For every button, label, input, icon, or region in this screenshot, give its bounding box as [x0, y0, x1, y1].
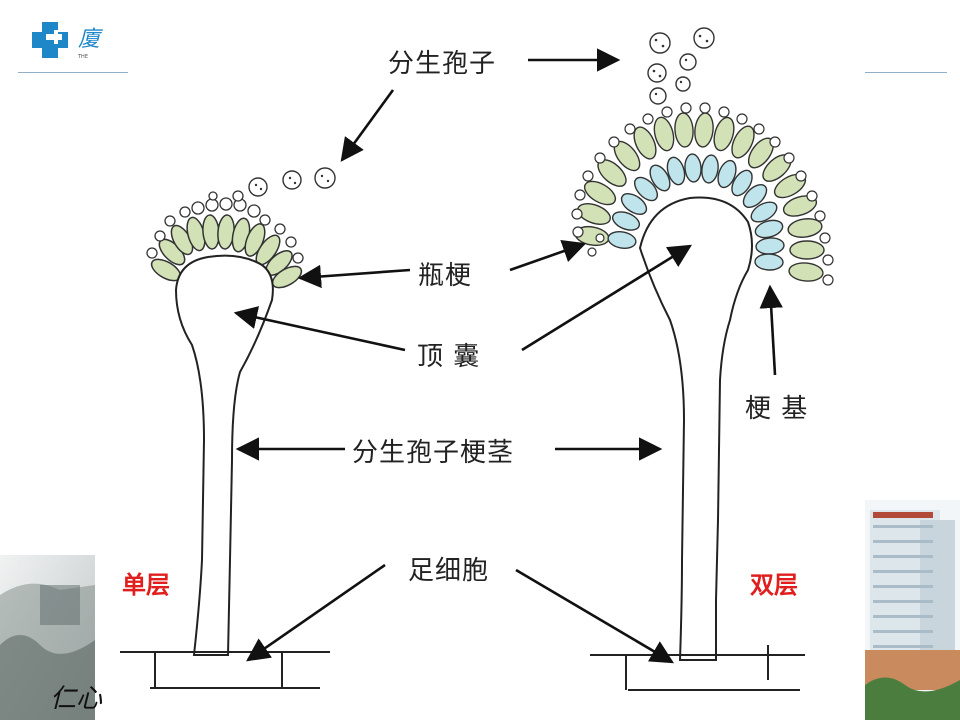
label-metula: 梗 基 [745, 394, 809, 424]
right-conidia-chain [571, 102, 834, 286]
left-conidia-chain [146, 190, 304, 264]
header-divider-right [865, 72, 947, 73]
header-divider [18, 72, 128, 73]
pointer-arrows [233, 48, 783, 664]
left-free-conidia [248, 167, 336, 197]
calligraphy-text: 仁心 [50, 684, 103, 714]
label-uniseriate: 单层 [122, 571, 170, 599]
svg-text:廈: 廈 [78, 27, 104, 52]
hospital-building-image [865, 500, 960, 720]
right-free-conidia [647, 27, 715, 105]
label-foot-cell: 足细胞 [408, 556, 490, 586]
hospital-garden-image [0, 555, 95, 720]
right-phialides [574, 112, 825, 282]
biseriate-structure [571, 102, 834, 691]
label-biseriate: 双层 [750, 571, 798, 599]
left-phialides [150, 214, 303, 289]
right-metulae [607, 153, 785, 271]
svg-text:THE: THE [77, 54, 88, 60]
label-conidia: 分生孢子 [388, 49, 497, 79]
label-vesicle: 顶 囊 [417, 342, 481, 372]
uniseriate-structure [120, 190, 330, 689]
label-phialide: 瓶梗 [418, 261, 473, 291]
label-conidiophore: 分生孢子梗茎 [352, 438, 515, 468]
hospital-logo: 廈 THE [32, 22, 104, 60]
